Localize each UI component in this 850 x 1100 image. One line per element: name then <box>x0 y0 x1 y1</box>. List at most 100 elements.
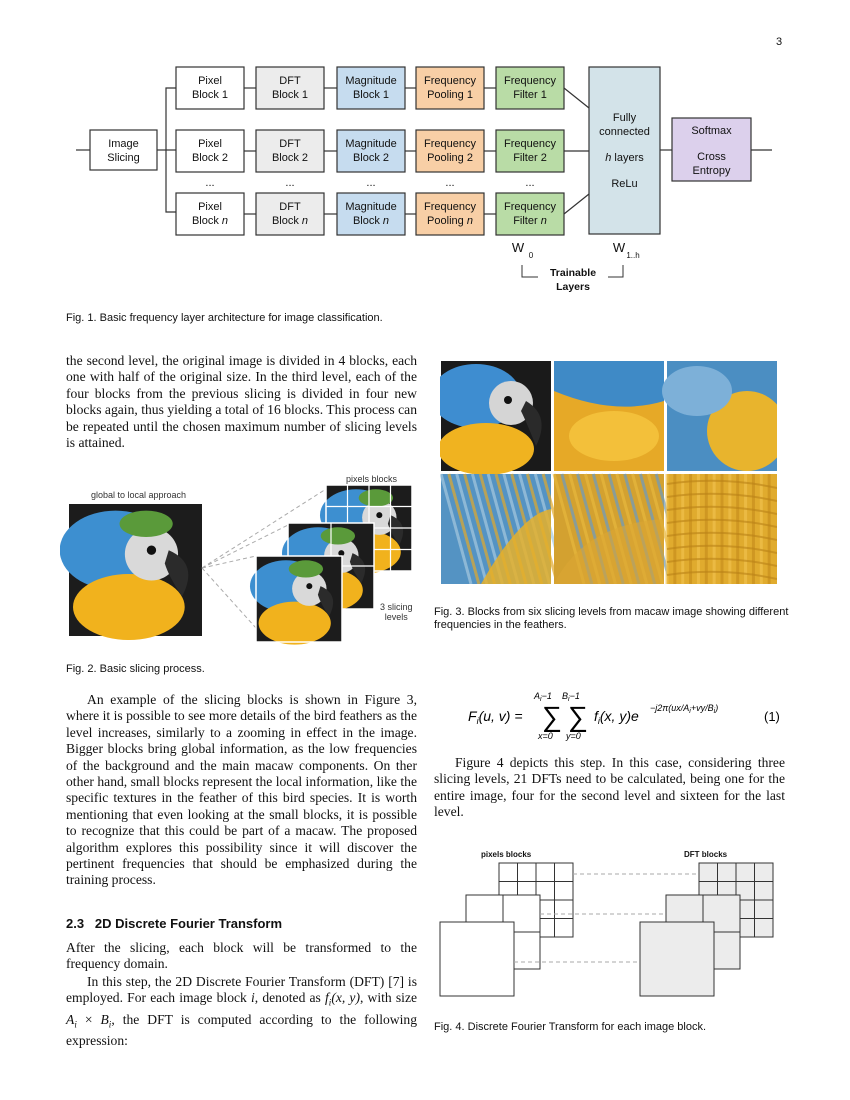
block-label-top: DFT <box>279 75 301 87</box>
softmax-label: Entropy <box>693 165 731 177</box>
block-label-top: Pixel <box>198 75 222 87</box>
image-slicing-box <box>89 129 158 171</box>
feather-stripe <box>455 473 489 584</box>
svg-text:−j2π(ux/Ai+vy/Bi): −j2π(ux/Ai+vy/Bi) <box>650 703 718 715</box>
block-label-top: Magnitude <box>345 138 396 150</box>
block-box <box>336 192 406 236</box>
ellipsis: ... <box>445 177 454 189</box>
block-label-top: Frequency <box>424 75 476 87</box>
fig2-levels-line1: 3 slicing <box>380 602 413 612</box>
fig3-tile-3 <box>662 361 777 471</box>
block-box <box>336 66 406 110</box>
texture-wave <box>666 518 777 528</box>
block-label-bottom: Pooling n <box>427 215 473 227</box>
texture-wave <box>666 544 777 554</box>
trainable-label: Trainable <box>550 267 596 279</box>
block-box <box>255 192 325 236</box>
block-label-top: Frequency <box>424 138 476 150</box>
macaw-large <box>60 504 202 640</box>
softmax-label: Cross <box>697 151 726 163</box>
block-box <box>255 129 325 173</box>
equation-number: (1) <box>764 709 780 724</box>
block-label-bottom: Pooling 1 <box>427 89 473 101</box>
fc-label: connected <box>599 126 650 138</box>
single-block <box>439 921 515 997</box>
texture-wave <box>666 492 777 502</box>
block-label-bottom: Block 1 <box>272 89 308 101</box>
dashed-line <box>201 524 289 569</box>
face-region <box>489 381 533 425</box>
block-label-top: Frequency <box>504 201 556 213</box>
block-box <box>415 192 485 236</box>
yellow-region <box>481 509 551 584</box>
fig4-dft-diagram <box>439 862 774 997</box>
block-box <box>495 66 565 110</box>
fc-label: h layers <box>605 152 644 164</box>
softmax-label: Softmax <box>691 125 732 137</box>
svg-text:∑: ∑ <box>542 701 562 732</box>
yellow-region <box>569 411 659 461</box>
paragraph-slicing-levels: the second level, the original image is … <box>66 353 417 451</box>
block-label-top: Magnitude <box>345 201 396 213</box>
svg-text:∑: ∑ <box>568 701 588 732</box>
beak <box>521 401 542 446</box>
block-box <box>255 66 325 110</box>
fc-label: ReLu <box>611 178 637 190</box>
yellow-region <box>554 519 664 584</box>
block-label-bottom: Filter 1 <box>513 89 547 101</box>
block-box <box>175 129 245 173</box>
light-blue-region <box>662 366 732 416</box>
block-label-top: Magnitude <box>345 75 396 87</box>
fig3-tile-4 <box>440 473 575 584</box>
fig3-caption: Fig. 3. Blocks from six slicing levels f… <box>434 606 789 631</box>
block-box <box>175 66 245 110</box>
fig2-caption: Fig. 2. Basic slicing process. <box>66 663 205 675</box>
image-slicing-label: Slicing <box>107 152 139 164</box>
dashed-line <box>201 488 327 569</box>
block-label-bottom: Block 2 <box>272 152 308 164</box>
feather-stripe <box>447 473 481 584</box>
block-box <box>415 129 485 173</box>
w1h-label: W <box>613 240 626 255</box>
paragraph-after-slicing: After the slicing, each block will be tr… <box>66 940 417 972</box>
fig3-tile-1 <box>440 361 551 475</box>
yellow-feathers <box>258 601 331 645</box>
trainable-label: Layers <box>556 281 590 293</box>
fig2-levels-label: 3 slicing levels <box>380 602 413 622</box>
fc-label: Fully <box>613 112 637 124</box>
block-label-top: Frequency <box>424 201 476 213</box>
paragraph-figure4: Figure 4 depicts this step. In this case… <box>434 755 785 820</box>
svg-text:Bi−1: Bi−1 <box>562 691 580 703</box>
fully-connected-box <box>588 66 661 235</box>
yellow-region <box>707 391 777 471</box>
w1h-subscript: 1..h <box>626 251 639 260</box>
fig2-global-label: global to local approach <box>91 490 187 500</box>
block-label-bottom: Block n <box>353 215 389 227</box>
yellow-feathers <box>72 573 185 640</box>
section-title: 2D Discrete Fourier Transform <box>94 916 283 931</box>
svg-text:x=0: x=0 <box>537 731 553 741</box>
fig3-macaw-blocks <box>440 361 777 584</box>
texture-wave <box>666 570 777 580</box>
eye <box>338 550 345 557</box>
ellipsis: ... <box>525 177 534 189</box>
svg-text:Ai−1: Ai−1 <box>533 691 552 703</box>
block-label-top: DFT <box>279 138 301 150</box>
dashed-line <box>201 567 257 629</box>
texture-wave <box>666 479 777 489</box>
fig4-pixel-stack <box>439 862 574 997</box>
block-label-bottom: Filter 2 <box>513 152 547 164</box>
block-label-top: Frequency <box>504 138 556 150</box>
section-number: 2.3 <box>66 916 85 931</box>
fig2-pixels-label: pixels blocks <box>346 474 398 484</box>
svg-text:Fi(u, v) =: Fi(u, v) = <box>468 708 523 726</box>
block-label-bottom: Filter n <box>513 215 547 227</box>
equation-dft: Fi(u, v) = ∑ Ai−1 x=0 ∑ Bi−1 y=0 fi(x, y… <box>468 691 780 741</box>
blue-region <box>554 361 664 407</box>
green-crown <box>288 560 324 578</box>
eye <box>376 512 383 519</box>
yellow-region <box>440 423 534 475</box>
block-box <box>495 129 565 173</box>
svg-text:y=0: y=0 <box>565 731 581 741</box>
fig4-pixels-label: pixels blocks <box>481 850 532 859</box>
